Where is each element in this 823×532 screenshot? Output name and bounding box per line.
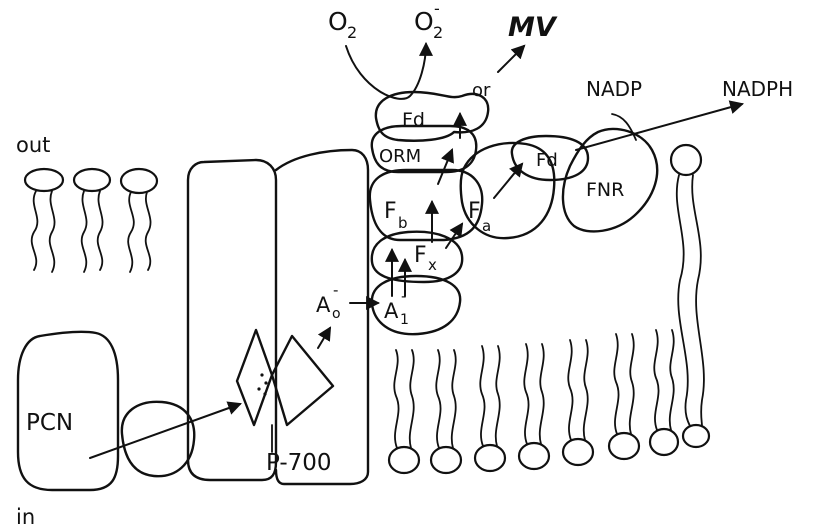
lipid-far-right xyxy=(669,143,711,449)
lipid-right-6 xyxy=(607,333,641,461)
svg-text:F: F xyxy=(384,199,397,224)
p700-label: P-700 xyxy=(266,450,332,476)
svg-text:1: 1 xyxy=(400,312,409,328)
orm-protein xyxy=(370,124,478,174)
svg-text:o: o xyxy=(332,306,341,322)
mv-label: MV xyxy=(508,12,558,43)
svg-text:F: F xyxy=(414,243,427,268)
fx-to-fa-arrow xyxy=(445,222,464,249)
or-label: or xyxy=(472,80,491,101)
svg-text:-: - xyxy=(333,281,338,299)
fx-label: F x xyxy=(414,243,437,274)
a1-label: A 1 - xyxy=(384,287,409,328)
svg-text:A: A xyxy=(384,299,399,323)
psi-core-right-block xyxy=(274,148,370,486)
svg-text:A: A xyxy=(316,293,331,317)
fd-right-protein xyxy=(510,134,590,182)
pcn-small-blob xyxy=(120,400,196,478)
p700-to-a0-arrow xyxy=(317,326,332,349)
lipid-right-7 xyxy=(648,329,680,457)
fa-label: F a xyxy=(468,199,491,235)
fnr-protein xyxy=(561,127,659,233)
fa-to-fd-arrow xyxy=(493,162,524,199)
pcn-protein xyxy=(16,330,120,492)
lipid-right-4 xyxy=(517,343,551,471)
fd-to-mv-arrow xyxy=(497,44,526,73)
fx-protein xyxy=(370,230,464,284)
out-label: out xyxy=(16,133,50,157)
svg-text:-: - xyxy=(401,287,406,305)
orm-label: ORM xyxy=(379,146,421,167)
o2-reduction-arrow xyxy=(345,41,433,100)
svg-text:F: F xyxy=(468,199,481,224)
fa-protein xyxy=(459,141,556,240)
svg-text:2: 2 xyxy=(433,23,443,42)
lipid-left-2 xyxy=(72,167,112,273)
lipid-left-3 xyxy=(119,167,159,273)
svg-text:O: O xyxy=(328,7,348,36)
in-label: in xyxy=(16,505,35,529)
o2-label: O 2 xyxy=(328,7,357,42)
p700-special-pair xyxy=(235,328,335,453)
svg-text:b: b xyxy=(398,214,408,232)
fnr-label: FNR xyxy=(586,179,624,201)
a0-label: A o - xyxy=(316,281,341,322)
nadp-reduction-arrow xyxy=(575,100,745,151)
lipid-left-1 xyxy=(23,167,65,273)
nadph-label: NADPH xyxy=(722,77,793,101)
svg-text:O: O xyxy=(414,7,434,36)
fd-top-label: Fd xyxy=(402,109,425,131)
electron-flow-arrows xyxy=(89,41,745,459)
o2-minus-label: O 2 - xyxy=(414,0,443,42)
lipid-right-1 xyxy=(387,349,421,475)
lipid-right-3 xyxy=(473,345,507,473)
pcn-label: PCN xyxy=(26,410,73,436)
psi-core-left-block xyxy=(186,158,278,482)
fb-to-orm-arrow xyxy=(437,148,454,185)
svg-text:x: x xyxy=(428,256,437,274)
fd-right-label: Fd xyxy=(536,150,558,171)
fb-label: F b xyxy=(384,199,408,232)
svg-text:a: a xyxy=(482,217,491,235)
svg-text:2: 2 xyxy=(347,23,357,42)
nadp-label: NADP xyxy=(586,77,642,101)
lipid-right-5 xyxy=(561,339,595,467)
svg-text:-: - xyxy=(434,0,440,18)
lipid-right-2 xyxy=(429,349,463,475)
pcn-to-p700-arrow xyxy=(89,401,242,459)
